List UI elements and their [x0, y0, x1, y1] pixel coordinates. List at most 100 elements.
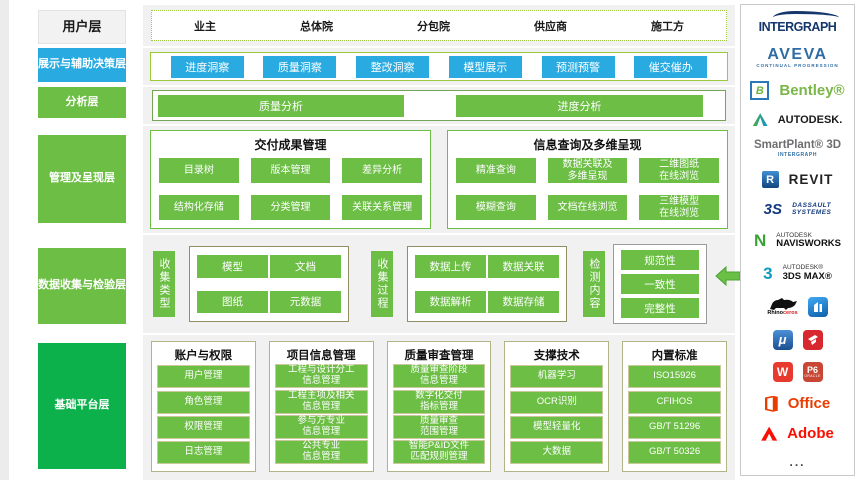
block-forecast-warning: 预测预警: [541, 55, 615, 78]
column-builtin-standards: 内置标准 ISO15926 CFIHOS GB/T 51296 GB/T 503…: [622, 341, 727, 472]
navisworks-brand: AUTODESK: [776, 231, 812, 239]
block-digital-delivery-indicators: 数字化交付 指标管理: [392, 389, 486, 414]
office-icon: [764, 395, 778, 412]
column-title: 内置标准: [651, 350, 698, 362]
rhino-icon: [769, 297, 797, 310]
block-progress-analysis: 进度分析: [456, 94, 703, 117]
block-user-management: 用户管理: [157, 365, 250, 389]
block-drawing: 图纸: [197, 290, 268, 313]
block-consistency: 一致性: [621, 274, 699, 294]
collection-process-box: 数据上传 数据关联 数据解析 数据存储: [407, 246, 567, 322]
block-ocr: OCR识别: [510, 390, 604, 414]
revit-logo: R REVIT: [761, 171, 834, 189]
block-document: 文档: [270, 255, 341, 278]
3dsmax-logo: 3 AUTODESK® 3DS MAX®: [763, 264, 832, 284]
layer-label-base-platform: 基础平台层: [38, 343, 126, 469]
collection-type-box: 模型 文档 图纸 元数据: [189, 246, 349, 322]
block-standardization: 规范性: [621, 250, 699, 270]
microstation-sketchup-row: μ: [772, 329, 823, 350]
intergraph-wordmark: INTERGRAPH: [758, 20, 837, 34]
office-logo: Office: [764, 395, 831, 413]
aveva-tagline: CONTINUAL PROGRESSION: [756, 62, 839, 68]
rhino-wordmark: Rhinoceros: [767, 309, 798, 316]
office-wordmark: Office: [787, 395, 831, 413]
block-difference-analysis: 差异分析: [342, 158, 422, 183]
dassault-3s-icon: 3S: [763, 201, 782, 219]
column-title: 账户与权限: [174, 350, 233, 362]
smartplant-intergraph-sub: INTERGRAPH: [777, 152, 818, 159]
analysis-box: 质量分析 进度分析: [152, 90, 726, 121]
rhino-and-building-row: Rhinoceros: [767, 296, 828, 317]
role-general-institute: 总体院: [300, 20, 333, 33]
3dsmax-wordmark: 3DS MAX®: [782, 271, 832, 283]
block-public-discipline-info: 公共专业 信息管理: [274, 440, 368, 464]
role-owner: 业主: [194, 20, 216, 33]
block-cfihos: CFIHOS: [628, 390, 721, 414]
block-model: 模型: [197, 255, 268, 278]
wps-icon: W: [772, 362, 793, 383]
block-gbt51296: GB/T 51296: [628, 415, 721, 439]
block-2d-drawing-browse: 二维图纸 在线浏览: [639, 158, 719, 183]
collection-process-label: 收集过程: [371, 251, 393, 317]
layer-label-management-presentation: 管理及呈现层: [38, 135, 126, 223]
role-subcontract-institute: 分包院: [417, 20, 450, 33]
column-title: 支撑技术: [533, 350, 580, 362]
autodesk-wordmark: AUTODESK.: [777, 113, 843, 126]
aveva-logo: AVEVA CONTINUAL PROGRESSION: [756, 46, 839, 69]
block-iso15926: ISO15926: [628, 365, 721, 389]
revit-wordmark: REVIT: [788, 172, 834, 188]
dassault-logo: 3S DASSAULT SYSTEMES: [764, 201, 832, 218]
collection-band: 收集类型 模型 文档 图纸 元数据 收集过程 数据上传 数据关联 数据解析 数据…: [143, 235, 735, 333]
dassault-wordmark-line1: DASSAULT: [792, 201, 832, 209]
block-data-storage: 数据存储: [488, 290, 559, 313]
block-big-data: 大数据: [510, 441, 604, 464]
block-3d-model-browse: 三维模型 在线浏览: [639, 195, 719, 220]
block-role-management: 角色管理: [157, 390, 250, 414]
adobe-wordmark: Adobe: [787, 425, 834, 443]
block-review-stage-info: 质量审查阶段 信息管理: [392, 364, 486, 389]
block-expediting: 催交催办: [634, 55, 708, 78]
block-log-management: 日志管理: [157, 441, 250, 464]
check-content-label: 检测内容: [583, 251, 605, 317]
block-completeness: 完整性: [621, 298, 699, 318]
block-data-association: 数据关联: [488, 255, 559, 278]
more-ellipsis: ...: [789, 454, 806, 469]
block-gbt50326: GB/T 50326: [628, 441, 721, 464]
smartplant-wordmark: SmartPlant® 3D: [753, 139, 842, 152]
layer-label-analysis: 分析层: [38, 87, 126, 118]
navisworks-logo: N AUTODESK NAVISWORKS: [754, 231, 841, 251]
block-rectification-insight: 整改洞察: [356, 55, 430, 78]
column-title: 项目信息管理: [286, 350, 356, 362]
block-structured-storage: 结构化存储: [159, 195, 239, 220]
intergraph-logo: INTERGRAPH: [757, 11, 839, 34]
column-quality-review: 质量审查管理 质量审查阶段 信息管理 数字化交付 指标管理 质量审查 范围管理 …: [386, 341, 492, 472]
block-progress-insight: 进度洞察: [170, 55, 244, 78]
left-edge-strip: [0, 0, 9, 480]
block-fuzzy-query: 模糊查询: [456, 195, 536, 220]
microstation-icon: μ: [772, 329, 793, 350]
layer-label-decision-support: 展示与辅助决策层: [38, 48, 126, 82]
user-roles-box: 业主 总体院 分包院 供应商 施工方: [151, 10, 727, 41]
bentley-b-icon: B: [750, 81, 770, 101]
block-main-project-related-info: 工程主项及相关 信息管理: [274, 389, 368, 414]
column-project-info: 项目信息管理 工程与设计分工 信息管理 工程主项及相关 信息管理 参与方专业 信…: [268, 341, 374, 472]
sketchup-icon: [802, 329, 823, 350]
column-account-permissions: 账户与权限 用户管理 角色管理 权限管理 日志管理: [151, 341, 256, 472]
3dsmax-brand: AUTODESK®: [782, 264, 824, 272]
navisworks-n-icon: N: [753, 230, 767, 250]
block-quality-insight: 质量洞察: [263, 55, 337, 78]
info-query-title: 信息查询及多维呈现: [533, 138, 642, 152]
analysis-band: 质量分析 进度分析: [143, 87, 735, 124]
block-model-lightweighting: 模型轻量化: [510, 415, 604, 439]
delivery-results-group: 交付成果管理 目录树 版本管理 差异分析 结构化存储 分类管理 关联关系管理: [150, 130, 431, 229]
wps-p6-row: W P6 ORACLE: [772, 362, 823, 383]
delivery-results-title: 交付成果管理: [254, 138, 327, 152]
bentley-wordmark: Bentley®: [779, 82, 845, 100]
block-metadata: 元数据: [270, 290, 341, 313]
block-directory-tree: 目录树: [159, 158, 239, 183]
management-band: 交付成果管理 目录树 版本管理 差异分析 结构化存储 分类管理 关联关系管理 信…: [143, 126, 735, 233]
platform-band: 账户与权限 用户管理 角色管理 权限管理 日志管理 项目信息管理 工程与设计分工…: [143, 335, 735, 480]
block-data-parsing: 数据解析: [415, 290, 486, 313]
info-query-grid: 精准查询 数据关联及 多维呈现 二维图纸 在线浏览 模糊查询 文档在线浏览 三维…: [456, 158, 719, 220]
adobe-logo: Adobe: [761, 425, 834, 442]
